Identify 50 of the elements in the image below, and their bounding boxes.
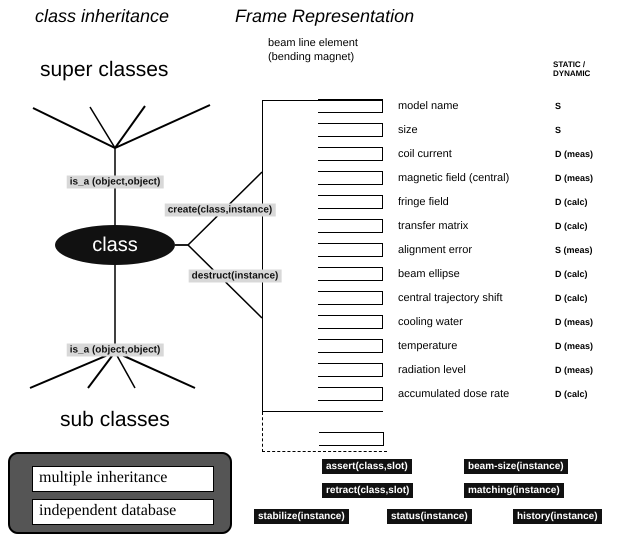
method-badge: status(instance): [387, 509, 472, 524]
slot-value: D (meas): [555, 340, 594, 353]
slot-name: accumulated dose rate: [398, 387, 510, 402]
slot-name: radiation level: [398, 363, 466, 378]
edge-label: create(class,instance): [164, 204, 276, 216]
node-label: super classes: [40, 58, 168, 82]
section-heading: class inheritance: [35, 6, 170, 27]
slot-value: S: [555, 124, 562, 137]
edge-label: destruct(instance): [188, 270, 282, 282]
slot-name: alignment error: [398, 243, 472, 258]
feature-box: independent database: [32, 499, 214, 525]
frame-heading: beam line element (bending magnet): [268, 36, 359, 64]
slot-value: D (meas): [555, 364, 594, 377]
method-badge: retract(class,slot): [322, 483, 414, 498]
edge-label: is_a (object,object): [66, 344, 164, 356]
connector-line: [114, 265, 136, 388]
slot-name: temperature: [398, 339, 458, 354]
slot-name: model name: [398, 99, 459, 114]
section-heading: Frame Representation: [235, 6, 414, 27]
method-badge: assert(class,slot): [322, 459, 412, 474]
slot-value: S: [555, 100, 562, 113]
edge-label: is_a (object,object): [66, 176, 164, 188]
slot-value: S (meas): [555, 244, 593, 257]
slot-value: D (meas): [555, 148, 594, 161]
slot-name: size: [398, 123, 418, 138]
slot-name: central trajectory shift: [398, 291, 503, 306]
slot-value: D (calc): [555, 292, 588, 305]
slot-value: D (calc): [555, 220, 588, 233]
slot-name: beam ellipse: [398, 267, 460, 282]
slot-name: transfer matrix: [398, 219, 468, 234]
slot-name: cooling water: [398, 315, 463, 330]
method-badge: matching(instance): [464, 483, 564, 498]
slot-name: fringe field: [398, 195, 449, 210]
slot-value: D (calc): [555, 268, 588, 281]
feature-box: multiple inheritance: [32, 466, 214, 492]
method-badge: stabilize(instance): [254, 509, 349, 524]
slot-name: coil current: [398, 147, 452, 162]
database-panel: [8, 452, 232, 534]
empty-slot: [262, 412, 387, 452]
connector-line: [89, 106, 116, 225]
slot-value: D (calc): [555, 388, 588, 401]
slot-value: D (meas): [555, 316, 594, 329]
slot-value: D (meas): [555, 172, 594, 185]
method-badge: history(instance): [513, 509, 602, 524]
method-badge: beam-size(instance): [464, 459, 568, 474]
class-ellipse: class: [55, 225, 175, 265]
slot-value: D (calc): [555, 196, 588, 209]
slot-name: magnetic field (central): [398, 171, 510, 186]
node-label: sub classes: [60, 408, 170, 432]
column-heading: STATIC / DYNAMIC: [553, 60, 592, 78]
